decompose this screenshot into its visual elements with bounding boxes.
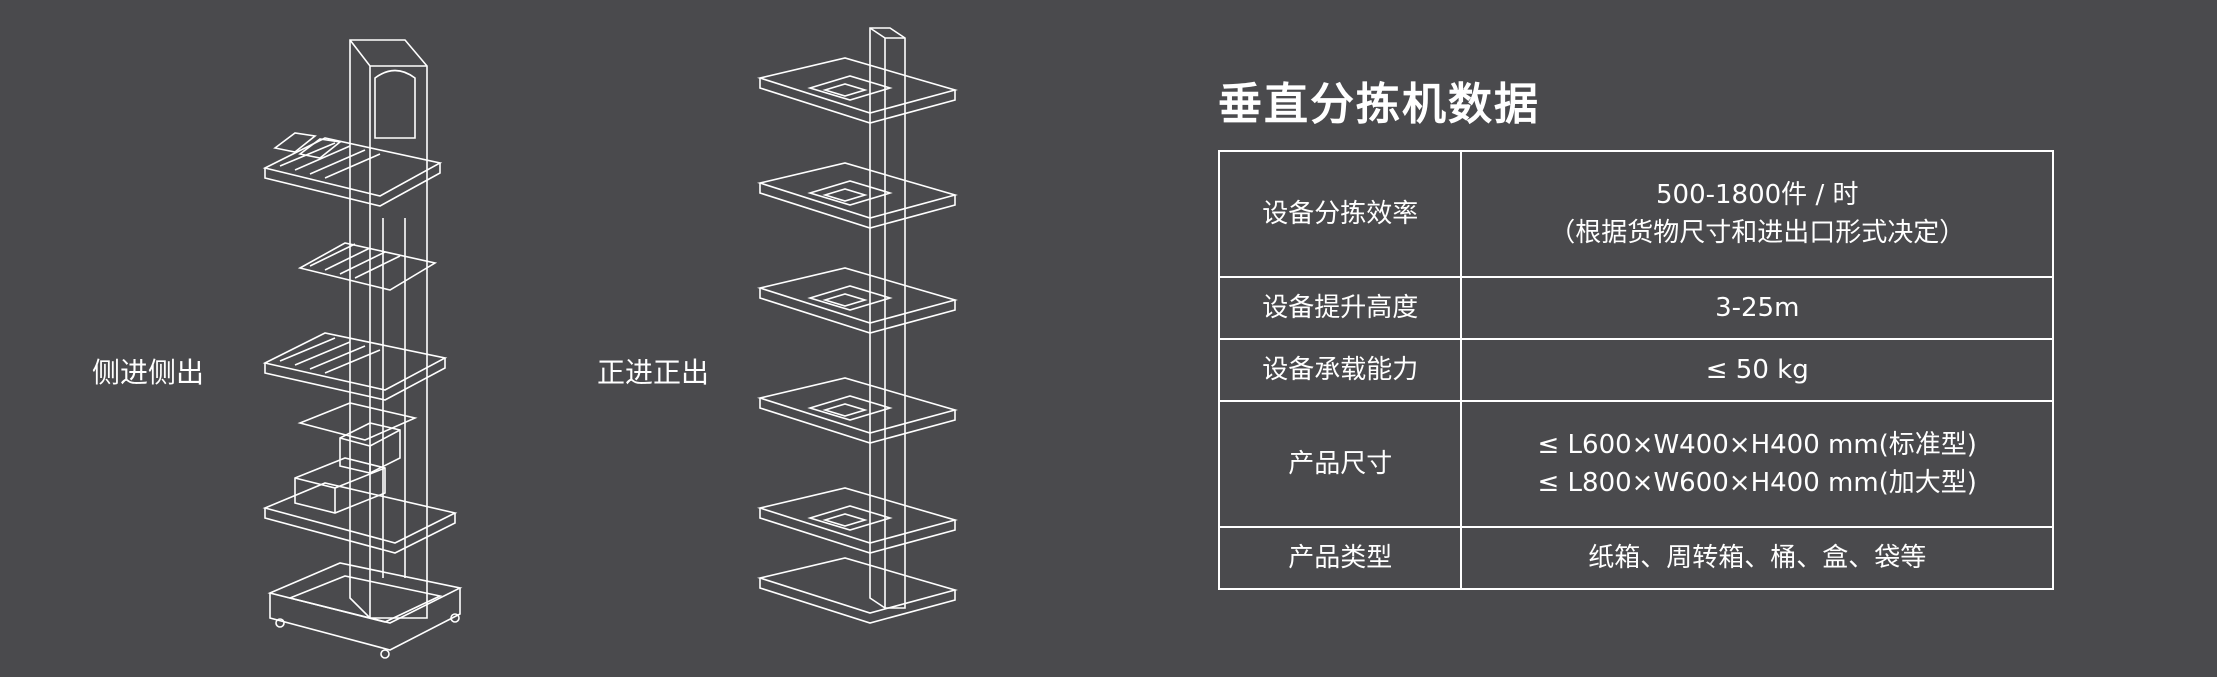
spec-title: 垂直分拣机数据 <box>1218 79 1540 130</box>
spec-row-load-capacity: 设备承载能力 ≤ 50 kg <box>1217 338 2054 402</box>
spec-value-line: （根据货物尺寸和进出口形式决定） <box>1549 218 1966 248</box>
spec-label: 设备分拣效率 <box>1217 150 1463 278</box>
spec-value-line: ≤ L800×W600×H400 mm(加大型) <box>1537 468 1977 498</box>
spec-value: ≤ L600×W400×H400 mm(标准型) ≤ L800×W600×H40… <box>1460 400 2054 528</box>
side-in-side-out-sorter-illustration <box>262 39 463 659</box>
caption-side-in-side-out: 侧进侧出 <box>92 356 205 389</box>
spec-table: 设备分拣效率 500-1800件 / 时 （根据货物尺寸和进出口形式决定） 设备… <box>1217 150 2054 590</box>
front-in-front-out-sorter-illustration <box>756 27 958 624</box>
spec-label: 设备提升高度 <box>1217 276 1463 340</box>
spec-value: 500-1800件 / 时 （根据货物尺寸和进出口形式决定） <box>1460 150 2054 278</box>
spec-row-lift-height: 设备提升高度 3-25m <box>1217 276 2054 340</box>
spec-value: 3-25m <box>1460 276 2054 340</box>
spec-label: 设备承载能力 <box>1217 338 1463 402</box>
spec-row-product-size: 产品尺寸 ≤ L600×W400×H400 mm(标准型) ≤ L800×W60… <box>1217 400 2054 528</box>
spec-value-line: ≤ L600×W400×H400 mm(标准型) <box>1537 430 1977 460</box>
spec-label: 产品尺寸 <box>1217 400 1463 528</box>
spec-value: ≤ 50 kg <box>1460 338 2054 402</box>
caption-front-in-front-out: 正进正出 <box>597 356 710 389</box>
spec-label: 产品类型 <box>1217 526 1463 590</box>
spec-value-line: 500-1800件 / 时 <box>1656 180 1859 210</box>
spec-row-efficiency: 设备分拣效率 500-1800件 / 时 （根据货物尺寸和进出口形式决定） <box>1217 150 2054 278</box>
spec-row-product-type: 产品类型 纸箱、周转箱、桶、盒、袋等 <box>1217 526 2054 590</box>
spec-value: 纸箱、周转箱、桶、盒、袋等 <box>1460 526 2054 590</box>
